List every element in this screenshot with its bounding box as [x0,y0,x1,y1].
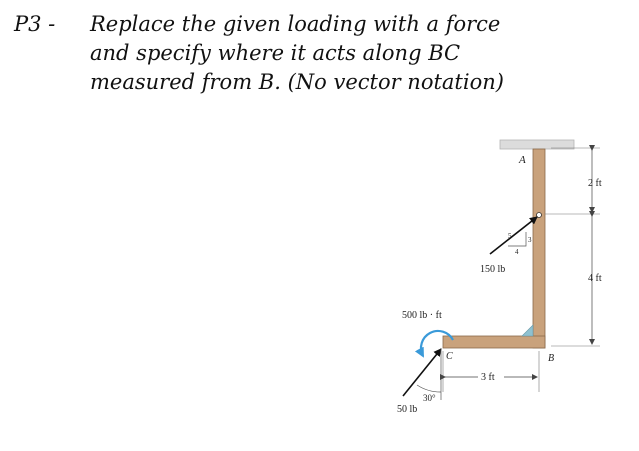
point-c-label: C [446,351,453,362]
slope-hyp: 5 [508,232,512,240]
force-50-arrow [402,348,442,397]
corner-gusset [521,324,534,337]
dimension-bottom-label: 3 ft [481,372,495,383]
vertical-member [532,148,546,349]
angle-label: 30° [423,393,436,403]
force-150-label: 150 lb [480,264,505,275]
slope-rise: 3 [528,236,532,244]
angle-arc [416,384,442,393]
dimension-top-label: 2 ft [588,178,602,189]
dimension-vertical: 2 ft 4 ft [545,145,602,347]
force-50-label: 50 lb [397,404,417,415]
horizontal-member [442,335,546,349]
ceiling-support [499,139,575,150]
slope-run: 4 [515,248,519,256]
force-150-arrow [489,216,538,255]
point-a-label: A [518,154,526,166]
problem-number: P3 - [14,12,56,36]
moment-label: 500 lb · ft [402,310,442,321]
dimension-horizontal: 3 ft [440,351,540,392]
moment-arrow [414,329,454,358]
slope-triangle: 5 3 4 [508,232,532,256]
problem-line-3: measured from B. (No vector notation) [90,70,504,94]
load-point [536,212,542,218]
problem-line-1: Replace the given loading with a force [90,12,501,36]
point-b-label: B [548,353,554,364]
dimension-right-label: 4 ft [588,273,602,284]
problem-line-2: and specify where it acts along BC [90,41,461,65]
